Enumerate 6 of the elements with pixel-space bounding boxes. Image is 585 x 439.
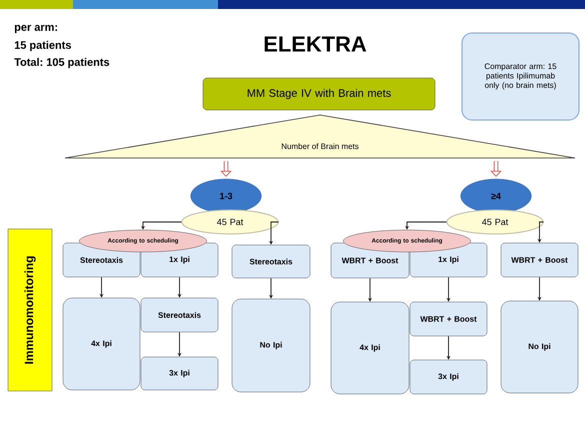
note-text: 15 patients: [14, 40, 71, 52]
population-box: MM Stage IV with Brain mets: [202, 78, 436, 110]
note-text: per arm:: [14, 24, 57, 34]
note-text: Total: 105 patients: [14, 58, 110, 68]
title: ELEKTRA: [264, 36, 366, 52]
side-bar: Immunomonitoring: [8, 228, 52, 392]
